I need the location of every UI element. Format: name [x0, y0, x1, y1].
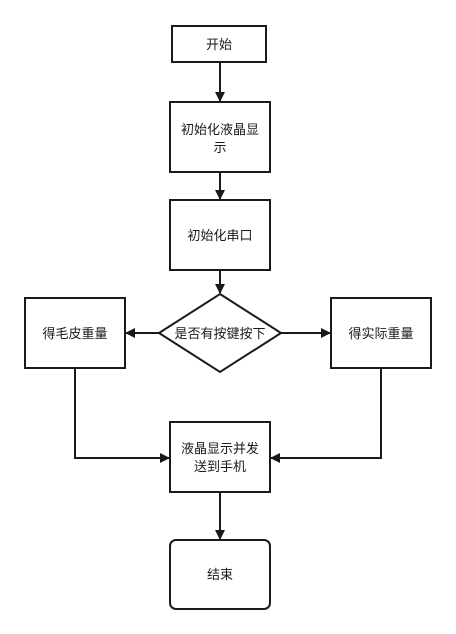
end-node: 结束 [169, 539, 271, 610]
init-uart-label: 初始化串口 [187, 229, 252, 244]
decision-label: 是否有按键按下 [174, 327, 265, 342]
end-label: 结束 [207, 568, 233, 583]
display-send-label-line2: 送到手机 [194, 460, 246, 475]
init-uart-node: 初始化串口 [169, 199, 271, 271]
init-lcd-label-line1: 初始化液晶显 [181, 123, 259, 138]
start-node: 开始 [171, 25, 267, 63]
init-lcd-box [169, 101, 271, 173]
decision-node: 是否有按键按下 [157, 292, 283, 374]
tare-weight-node: 得毛皮重量 [24, 297, 126, 369]
display-send-node: 液晶显示并发 送到手机 [169, 421, 271, 493]
actual-weight-node: 得实际重量 [330, 297, 432, 369]
display-send-box [169, 421, 271, 493]
end-box [169, 539, 271, 610]
decision-diamond [157, 292, 283, 374]
init-lcd-node: 初始化液晶显 示 [169, 101, 271, 173]
init-lcd-label-line2: 示 [213, 141, 226, 156]
actual-weight-box [330, 297, 432, 369]
edge-tare-weight-to-display-send [74, 368, 170, 463]
display-send-label-line1: 液晶显示并发 [181, 441, 259, 457]
tare-weight-box [24, 297, 126, 369]
actual-weight-label: 得实际重量 [348, 326, 413, 342]
start-label: 开始 [206, 38, 232, 53]
edge-actual-weight-to-display-send [270, 368, 382, 463]
tare-weight-label: 得毛皮重量 [42, 326, 107, 342]
